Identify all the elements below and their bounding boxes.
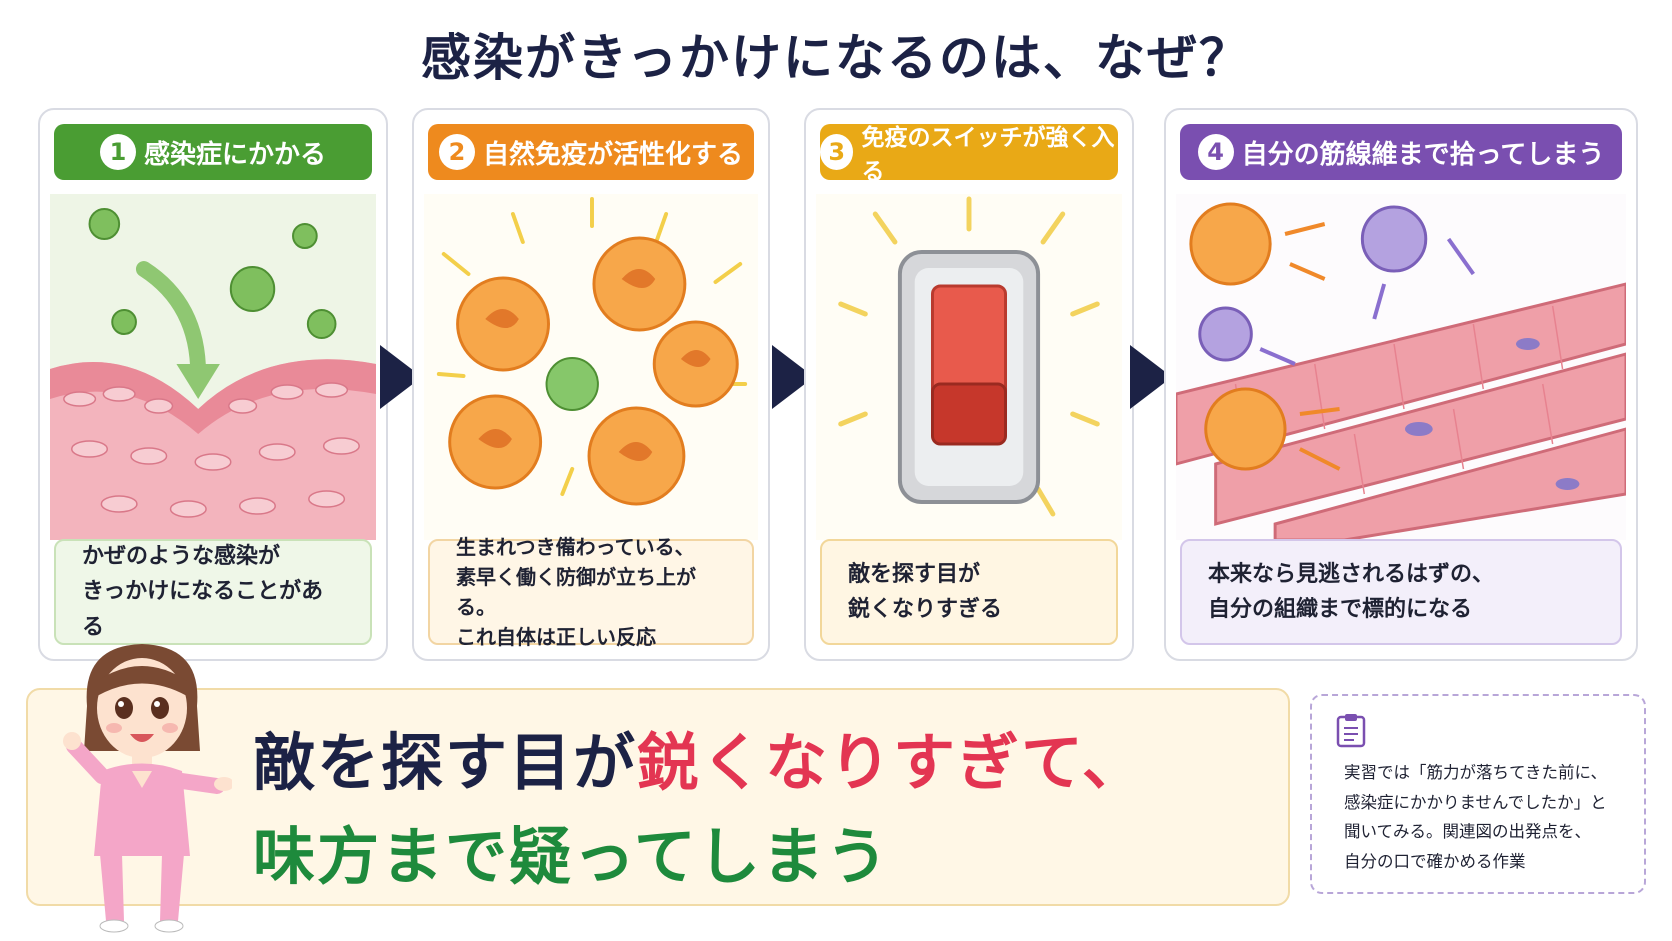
step-header-4: 4 自分の筋線維まで拾ってしまう (1180, 124, 1622, 180)
step-label-2: 自然免疫が活性化する (482, 139, 743, 170)
clipboard-icon (1336, 714, 1366, 748)
banner-line-1: 敵を探す目が鋭くなりすぎて、 (253, 712, 1146, 802)
step-header-2: 2 自然免疫が活性化する (428, 124, 754, 180)
page-title: 感染がきっかけになるのは、なぜ？ (421, 29, 1251, 87)
step-caption-4: 本来なら見逃されるはずの、 自分の組織まで標的になる (1180, 539, 1622, 645)
note-line: 感染症にかかりませんでしたか」と (1344, 792, 1607, 812)
note-line: 聞いてみる。関連図の出発点を、 (1344, 822, 1592, 842)
step-number-2: 2 (438, 134, 475, 170)
summary-banner: 敵を探す目が鋭くなりすぎて、 味方まで疑ってしまう (26, 688, 1290, 906)
caption-line: これ自体は正しい反応 (456, 625, 656, 649)
step-card-1: 1 感染症にかかる (38, 108, 388, 661)
banner-line-2: 味方まで疑ってしまう (253, 820, 890, 893)
nurse-character-icon (52, 636, 234, 936)
step-caption-1: かぜのような感染が きっかけになることがある (54, 539, 372, 645)
infection-illustration (50, 194, 376, 540)
switch-illustration (816, 194, 1122, 540)
step-card-4: 4 自分の筋線維まで拾ってしまう (1164, 108, 1638, 661)
step-header-3: 3 免疫のスイッチが強く入る (820, 124, 1118, 185)
step-header-1: 1 感染症にかかる (54, 124, 372, 180)
banner-text-red: 鋭くなりすぎて、 (637, 726, 1146, 799)
caption-line: 素早く働く防御が立ち上がる。 (456, 565, 696, 619)
caption-line: 生まれつき備わっている、 (456, 535, 695, 559)
caption-line: 本来なら見逃されるはずの、 (1208, 561, 1495, 587)
note-line: 自分の口で確かめる作業 (1344, 852, 1526, 872)
caption-line: 自分の組織まで標的になる (1208, 597, 1473, 622)
step-card-3: 3 免疫のスイッチが強く入る 敵を探す目が 鋭くなりすぎる (804, 108, 1134, 661)
step-number-4: 4 (1197, 134, 1234, 170)
immune-cells-illustration (424, 194, 758, 540)
banner-text-navy: 敵を探す目が (253, 726, 638, 799)
step-card-2: 2 自然免疫が活性化する 生まれつ (412, 108, 770, 661)
caption-line: 敵を探す目が (848, 561, 981, 587)
note-line: 実習では「筋力が落ちてきた前に、 (1344, 763, 1608, 782)
step-label-4: 自分の筋線維まで拾ってしまう (1241, 139, 1605, 170)
caption-line: きっかけになることがある (82, 579, 324, 640)
step-caption-3: 敵を探す目が 鋭くなりすぎる (820, 539, 1118, 645)
caption-line: 鋭くなりすぎる (848, 597, 1003, 622)
muscle-fiber-illustration (1176, 194, 1626, 540)
step-number-3: 3 (820, 134, 854, 170)
step-number-1: 1 (99, 134, 136, 170)
step-caption-2: 生まれつき備わっている、 素早く働く防御が立ち上がる。 これ自体は正しい反応 (428, 535, 754, 649)
caption-line: かぜのような感染が (82, 544, 281, 570)
step-label-1: 感染症にかかる (143, 139, 326, 170)
practice-note: 実習では「筋力が落ちてきた前に、 感染症にかかりませんでしたか」と 聞いてみる。… (1310, 694, 1646, 894)
step-label-3: 免疫のスイッチが強く入る (861, 125, 1115, 185)
